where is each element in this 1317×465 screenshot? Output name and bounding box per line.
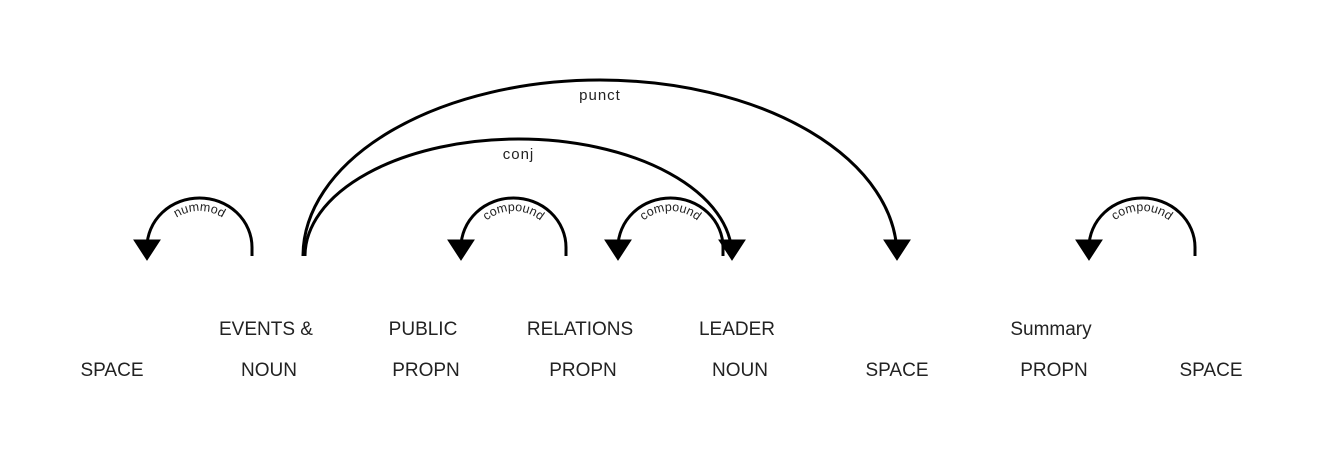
arc-line <box>145 196 254 256</box>
arrowhead-icon <box>1075 239 1103 261</box>
token-pos-tag: NOUN <box>712 360 768 381</box>
token-word: RELATIONS <box>527 319 633 340</box>
arc-line <box>616 196 725 256</box>
token-word: Summary <box>1010 319 1092 340</box>
dependency-arc: compound <box>1075 196 1197 261</box>
token-pos-tag: SPACE <box>1179 360 1242 381</box>
token-word: PUBLIC <box>389 319 458 340</box>
arrowhead-icon <box>604 239 632 261</box>
dependency-arc: punct <box>301 78 911 261</box>
arc-line <box>459 196 568 256</box>
token-word: EVENTS & <box>219 319 313 340</box>
dependency-arc: compound <box>447 196 568 261</box>
arc-line <box>303 137 734 257</box>
arcs-layer: nummod compound compound compound conj punct <box>133 78 1197 261</box>
dependency-arc: nummod <box>133 196 254 261</box>
arc-line <box>1087 196 1197 256</box>
token-pos-tag: SPACE <box>865 360 928 381</box>
token-pos-tag: SPACE <box>80 360 143 381</box>
token-word: LEADER <box>699 319 775 340</box>
token-pos-tag: NOUN <box>241 360 297 381</box>
arc-label: punct <box>579 87 621 104</box>
dependency-arc: compound <box>604 196 725 261</box>
arrowhead-icon <box>133 239 161 261</box>
arrowhead-icon <box>447 239 475 261</box>
arc-line <box>301 78 899 257</box>
arc-label: conj <box>503 146 535 163</box>
tokens-layer: SPACE EVENTS & NOUN PUBLIC PROPN RELATIONS PRO… <box>80 319 1242 381</box>
dependency-arc: conj <box>303 137 746 261</box>
arrowhead-icon <box>718 239 746 261</box>
arc-label: compound <box>480 200 547 223</box>
token-pos-tag: PROPN <box>1020 360 1088 381</box>
arrowhead-icon <box>883 239 911 261</box>
token-pos-tag: PROPN <box>549 360 617 381</box>
arc-label: compound <box>637 200 704 223</box>
arc-label: compound <box>1109 200 1176 223</box>
token-pos-tag: PROPN <box>392 360 460 381</box>
